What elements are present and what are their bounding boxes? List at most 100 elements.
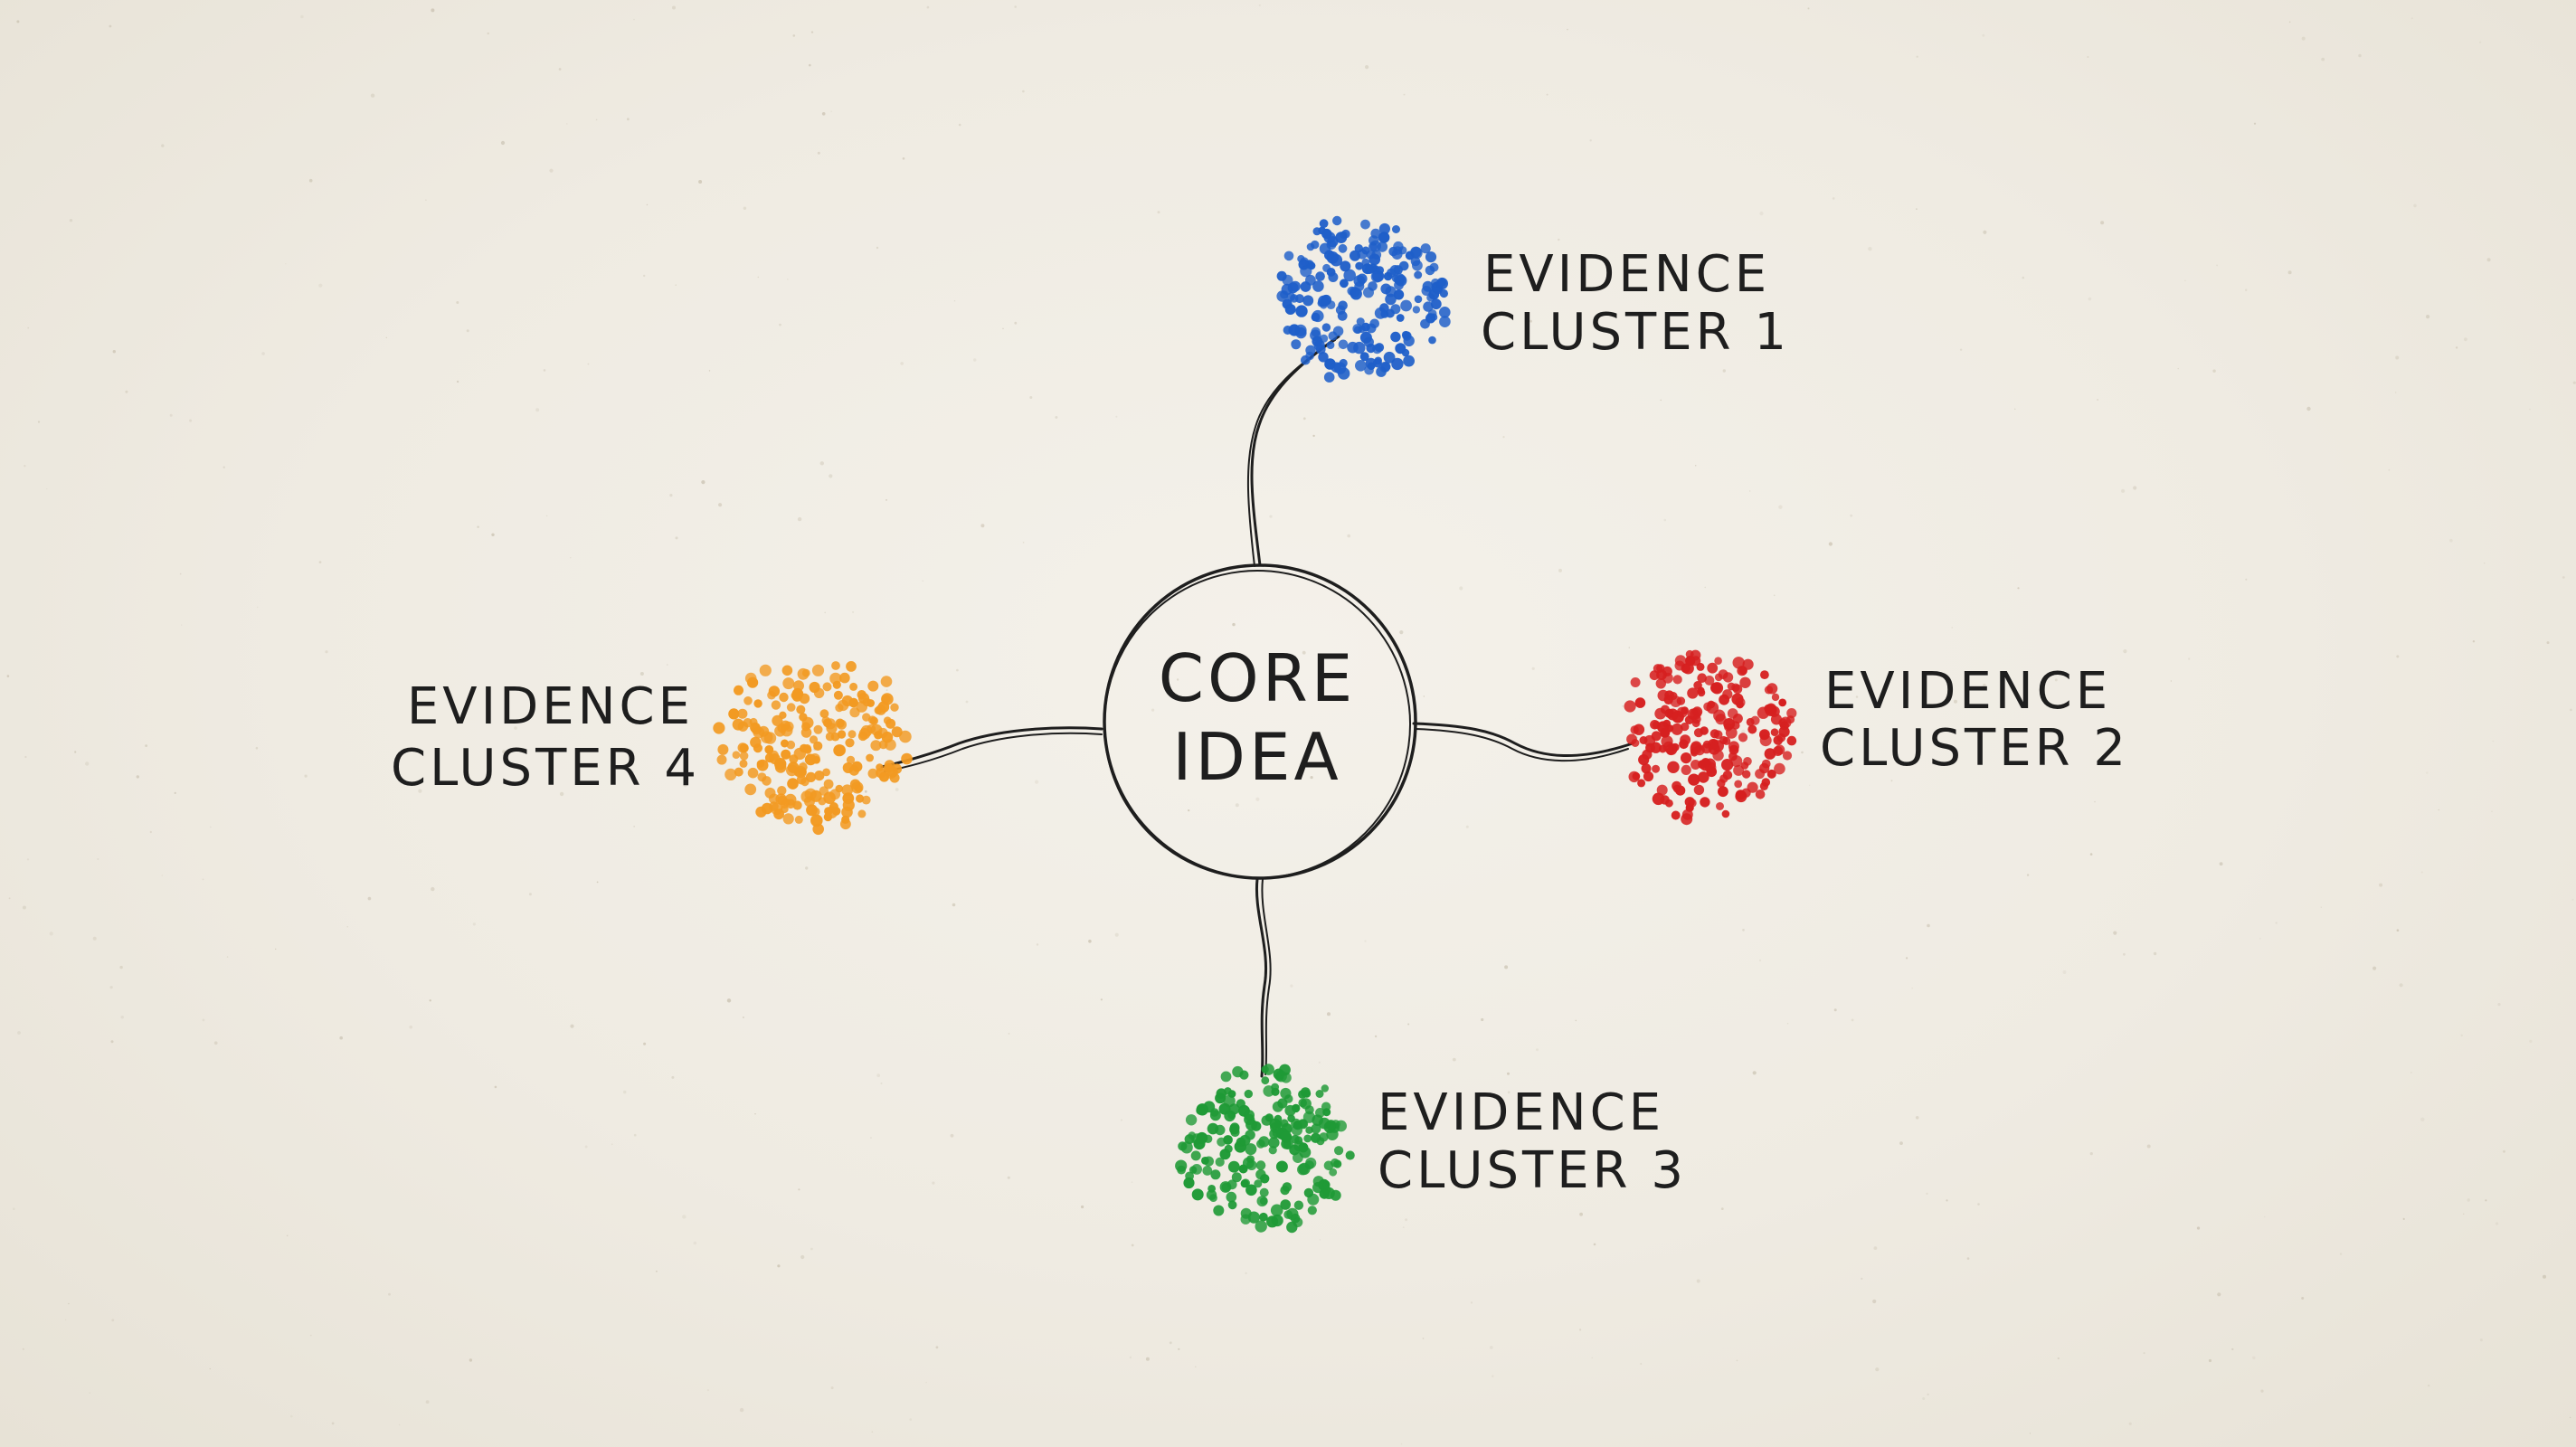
evidence-dot xyxy=(1774,744,1785,755)
evidence-dot xyxy=(1275,1160,1288,1173)
evidence-dot xyxy=(841,806,853,818)
paper-speckle xyxy=(1470,1301,1473,1304)
evidence-dot xyxy=(1746,717,1755,726)
evidence-dot xyxy=(1429,262,1439,272)
evidence-dot xyxy=(1687,687,1699,699)
paper-speckle xyxy=(1736,1359,1738,1362)
evidence-dot xyxy=(1220,1071,1232,1083)
evidence-dot xyxy=(1340,260,1351,272)
evidence-dot xyxy=(1345,1150,1355,1160)
paper-speckle xyxy=(683,783,687,788)
evidence-dot xyxy=(1732,684,1743,695)
evidence-dot xyxy=(899,730,912,743)
paper-speckle xyxy=(2479,41,2482,43)
evidence-dot xyxy=(1202,1166,1213,1176)
paper-speckle xyxy=(2572,381,2576,384)
evidence-dot xyxy=(1410,256,1421,267)
paper-speckle xyxy=(22,905,26,910)
evidence-dot xyxy=(1656,669,1667,680)
evidence-dot xyxy=(804,796,815,808)
evidence-dot xyxy=(1241,1178,1250,1187)
paper-speckle xyxy=(622,1090,627,1094)
paper-speckle xyxy=(1489,1346,1493,1349)
paper-speckle xyxy=(1536,1048,1539,1052)
evidence-dot xyxy=(1227,1160,1240,1173)
evidence-dot xyxy=(1183,1177,1195,1189)
paper-speckle xyxy=(950,1133,954,1138)
evidence-dot xyxy=(1376,366,1387,377)
paper-speckle xyxy=(1828,542,1833,546)
evidence-dot xyxy=(1276,270,1287,281)
paper-speckle xyxy=(880,1083,883,1084)
evidence-dot xyxy=(1231,1172,1242,1183)
evidence-dot xyxy=(1634,697,1646,708)
evidence-dot xyxy=(1714,657,1722,665)
paper-speckle xyxy=(1727,334,1728,336)
paper-speckle xyxy=(1531,667,1535,670)
paper-speckle xyxy=(2339,1253,2343,1255)
paper-speckle xyxy=(1014,321,1018,325)
evidence-dot xyxy=(881,731,894,743)
paper-speckle xyxy=(1245,1272,1247,1274)
paper-speckle xyxy=(1622,705,1624,707)
paper-speckle xyxy=(1465,825,1469,828)
paper-speckle xyxy=(1696,1279,1700,1283)
paper-speckle xyxy=(1121,1119,1122,1121)
paper-speckle xyxy=(491,533,495,536)
paper-speckle xyxy=(2426,771,2429,774)
evidence-dot xyxy=(1191,1164,1202,1175)
evidence-dot xyxy=(1227,1090,1236,1098)
evidence-dot xyxy=(779,692,789,703)
paper-speckle xyxy=(829,474,833,478)
paper-speckle xyxy=(1579,1329,1582,1331)
paper-speckle xyxy=(870,1137,872,1139)
evidence-dot xyxy=(1410,247,1423,260)
paper-speckle xyxy=(1567,28,1568,31)
paper-speckle xyxy=(149,830,152,834)
paper-speckle xyxy=(456,380,459,383)
evidence-dot xyxy=(1395,343,1406,355)
paper-speckle xyxy=(2529,1039,2533,1044)
paper-speckle xyxy=(953,300,956,302)
paper-speckle xyxy=(2301,1297,2305,1300)
connector-cluster-2-retrace xyxy=(1415,728,1629,762)
evidence-dot xyxy=(791,691,802,702)
evidence-dot xyxy=(1380,283,1392,295)
paper-speckle xyxy=(2395,355,2400,360)
evidence-dot xyxy=(1245,1184,1257,1196)
paper-speckle xyxy=(798,1188,800,1191)
paper-speckle xyxy=(1319,1239,1321,1241)
paper-speckle xyxy=(1318,1061,1321,1064)
connector-cluster-4-retrace xyxy=(884,732,1103,772)
paper-speckle xyxy=(275,948,277,950)
evidence-dot xyxy=(1298,1098,1307,1108)
paper-speckle xyxy=(2146,1144,2151,1149)
paper-speckle xyxy=(2275,922,2278,924)
evidence-dot xyxy=(1715,714,1727,725)
paper-speckle xyxy=(671,1075,675,1079)
evidence-dot xyxy=(1261,1065,1269,1073)
paper-speckle xyxy=(1850,514,1853,517)
paper-speckle xyxy=(1145,1357,1150,1361)
evidence-dot xyxy=(890,703,899,712)
paper-speckle xyxy=(1591,1357,1593,1359)
evidence-dot xyxy=(1258,1136,1270,1148)
evidence-dot xyxy=(800,727,812,738)
paper-speckle xyxy=(2057,1357,2060,1360)
evidence-dot xyxy=(1645,742,1655,753)
evidence-dot xyxy=(867,680,879,692)
evidence-dot xyxy=(1343,269,1356,282)
paper-speckle xyxy=(2089,1152,2093,1156)
evidence-dot xyxy=(829,789,841,800)
paper-speckle xyxy=(2094,800,2096,803)
evidence-dot xyxy=(734,685,743,695)
paper-speckle xyxy=(1966,1257,1970,1260)
paper-speckle xyxy=(830,1386,834,1390)
evidence-dot xyxy=(1710,682,1724,695)
evidence-dot xyxy=(861,795,871,805)
evidence-dot xyxy=(1412,306,1421,314)
evidence-dot xyxy=(1332,215,1342,226)
core-label-line-1: CORE xyxy=(1159,640,1356,716)
evidence-dot xyxy=(1393,289,1405,300)
evidence-dot xyxy=(1268,1146,1277,1155)
